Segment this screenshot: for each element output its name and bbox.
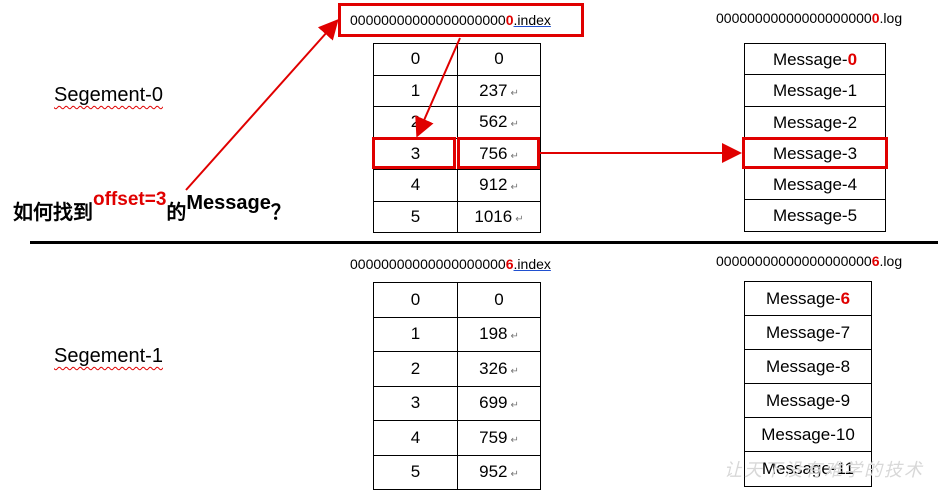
log-message: Message-1 bbox=[745, 75, 885, 107]
segment1-log-filename: 000000000000000000006.log bbox=[716, 253, 903, 269]
index-position-cell: 0 bbox=[457, 43, 541, 76]
index-row-3-highlight bbox=[372, 137, 456, 169]
index-file-highlight-box bbox=[338, 3, 584, 37]
index-position-cell: 237↵ bbox=[457, 74, 541, 107]
index-position-cell: 198↵ bbox=[457, 316, 541, 352]
segment-divider bbox=[30, 241, 938, 244]
log-message: Message-7 bbox=[745, 316, 871, 350]
log-message: Message-9 bbox=[745, 384, 871, 418]
position-756-highlight bbox=[457, 137, 540, 169]
index-position-cell: 952↵ bbox=[457, 454, 541, 490]
index-position-cell: 0 bbox=[457, 282, 541, 318]
log-message: Message-6 bbox=[745, 282, 871, 316]
arrow-index-file-to-row-3 bbox=[415, 37, 461, 138]
log-message: Message-11 bbox=[761, 459, 855, 478]
index-position-cell: 759↵ bbox=[457, 420, 541, 456]
log-message: Message-10 bbox=[745, 418, 871, 452]
message-3-highlight bbox=[742, 137, 888, 169]
segment0-label: Segement-0 bbox=[54, 84, 163, 106]
log-message: Message-0 bbox=[745, 44, 885, 76]
segment0-index-filename: 000000000000000000000.index bbox=[350, 12, 551, 28]
index-offset-cell: 3 bbox=[373, 137, 458, 170]
index-position-cell: 912↵ bbox=[457, 169, 541, 202]
index-position-cell: 1016↵ bbox=[457, 200, 541, 233]
log-message: Message-4 bbox=[745, 169, 885, 201]
segment1-index-filename: 000000000000000000006.index bbox=[350, 256, 551, 272]
index-position-cell: 699↵ bbox=[457, 385, 541, 421]
index-position-cell: 326↵ bbox=[457, 351, 541, 387]
index-offset-cell: 5 bbox=[373, 454, 458, 490]
segment1-label: Segement-1 bbox=[54, 345, 163, 367]
arrow-question-to-index-file bbox=[185, 19, 339, 191]
question-text: 如何找到offset=3的Message？ bbox=[13, 189, 291, 224]
segment0-log-filename: 000000000000000000000.log bbox=[716, 10, 903, 26]
log-message: Message-8 bbox=[745, 350, 871, 384]
index-position-cell: 562↵ bbox=[457, 106, 541, 139]
log-message: Message-5 bbox=[772, 206, 858, 226]
watermark: 让天下没有难学的技术 bbox=[724, 460, 924, 481]
